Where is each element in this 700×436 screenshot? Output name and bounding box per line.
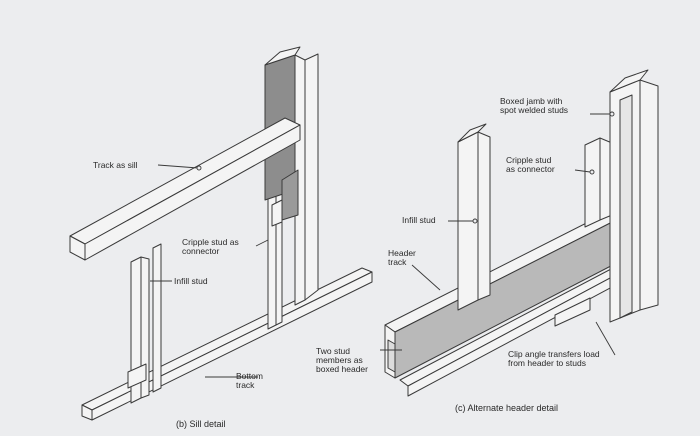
label-two-stud-members: Two stud members as boxed header — [316, 346, 368, 374]
label-track-as-sill: Track as sill — [93, 160, 138, 170]
boxed-jamb — [609, 69, 659, 323]
bottom-track-left — [81, 267, 373, 421]
label-header-track: Header track — [388, 248, 416, 267]
clip-angle — [554, 297, 591, 327]
label-infill-stud-right: Infill stud — [402, 215, 436, 225]
sill-track — [69, 117, 301, 261]
label-infill-stud-left: Infill stud — [174, 276, 208, 286]
caption-alternate-header-detail: (c) Alternate header detail — [455, 403, 559, 413]
label-boxed-jamb: Boxed jamb with spot welded studs — [500, 96, 569, 115]
leader-lines — [150, 111, 616, 378]
boxed-header — [384, 204, 633, 379]
label-bottom-track: Bottom track — [236, 371, 263, 390]
label-cripple-stud-connector-right: Cripple stud as connector — [506, 155, 555, 174]
label-clip-angle: Clip angle transfers load from header to… — [508, 349, 600, 368]
label-cripple-stud-connector-left: Cripple stud as connector — [182, 237, 239, 256]
caption-sill-detail: (b) Sill detail — [176, 419, 226, 429]
cripple-stud-right — [584, 137, 613, 228]
infill-stud-right — [457, 123, 491, 311]
stud-bracket-left — [127, 363, 147, 389]
